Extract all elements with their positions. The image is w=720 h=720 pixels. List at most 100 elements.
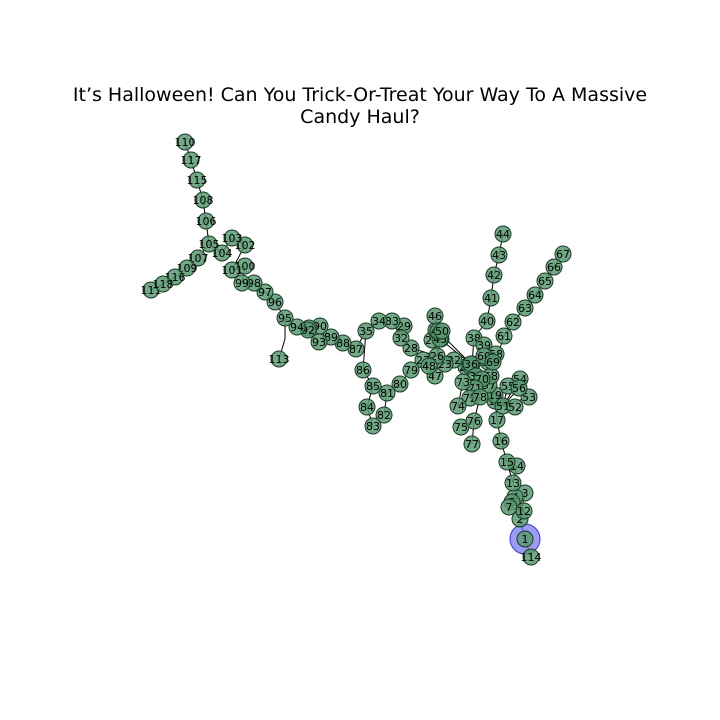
node-circle — [522, 548, 540, 566]
graph-node: 16 — [492, 432, 510, 450]
graph-node: 83 — [364, 417, 382, 435]
graph-node: 75 — [452, 418, 470, 436]
node-label: 35 — [359, 325, 373, 338]
node-label: 73 — [456, 376, 470, 389]
node-label: 13 — [506, 477, 520, 490]
node-label: 99 — [235, 277, 249, 290]
node-label: 97 — [258, 286, 272, 299]
node-circle — [536, 272, 554, 290]
node-circle — [433, 322, 451, 340]
node-label: 3 — [522, 487, 529, 500]
graph-node: 108 — [193, 191, 214, 209]
node-circle — [402, 361, 420, 379]
node-label: 34 — [372, 315, 386, 328]
node-circle — [189, 249, 207, 267]
node-label: 113 — [269, 353, 290, 366]
graph-node: 86 — [354, 361, 372, 379]
node-circle — [516, 299, 534, 317]
graph-node: 62 — [504, 313, 522, 331]
graph-node: 81 — [378, 384, 396, 402]
node-label: 79 — [404, 364, 418, 377]
node-circle — [554, 245, 572, 263]
node-label: 98 — [247, 277, 261, 290]
graph-node: 82 — [375, 406, 393, 424]
node-label: 94 — [290, 321, 304, 334]
node-circle — [463, 435, 481, 453]
node-circle — [233, 274, 251, 292]
node-circle — [504, 474, 522, 492]
graph-node: 76 — [465, 412, 483, 430]
graph-node: 41 — [482, 289, 500, 307]
node-circle — [495, 327, 513, 345]
node-circle — [392, 329, 410, 347]
graph-node: 52 — [506, 398, 524, 416]
node-label: 48 — [422, 360, 436, 373]
graph-node: 113 — [269, 350, 290, 368]
graph-node: 69 — [484, 353, 502, 371]
node-circle — [310, 333, 328, 351]
node-label: 88 — [336, 337, 350, 350]
graph-node: 67 — [554, 245, 572, 263]
node-label: 106 — [196, 215, 217, 228]
node-circle — [236, 236, 254, 254]
graph-node: 34 — [370, 312, 388, 330]
node-label: 84 — [360, 401, 374, 414]
node-circle — [256, 283, 274, 301]
node-circle — [449, 397, 467, 415]
node-label: 33 — [385, 315, 399, 328]
node-label: 76 — [467, 415, 481, 428]
graph-node: 33 — [383, 312, 401, 330]
node-label: 41 — [484, 292, 498, 305]
node-circle — [178, 259, 196, 277]
node-label: 86 — [356, 364, 370, 377]
graph-node: 97 — [256, 283, 274, 301]
node-circle — [194, 191, 212, 209]
node-circle — [182, 151, 200, 169]
graph-node: 12 — [515, 502, 533, 520]
graph-node: 48 — [420, 357, 438, 375]
node-label: 2 — [517, 513, 524, 526]
node-label: 95 — [278, 312, 292, 325]
node-circle — [516, 530, 534, 548]
node-label: 93 — [312, 336, 326, 349]
node-label: 7 — [506, 501, 513, 514]
node-label: 63 — [518, 302, 532, 315]
node-circle — [498, 453, 516, 471]
node-circle — [420, 357, 438, 375]
node-label: 12 — [517, 505, 531, 518]
node-label: 50 — [435, 325, 449, 338]
node-label: 101 — [222, 264, 243, 277]
node-label: 78 — [473, 391, 487, 404]
node-label: 44 — [496, 228, 510, 241]
graph-node: 13 — [504, 474, 522, 492]
node-label: 102 — [235, 239, 256, 252]
node-label: 42 — [487, 269, 501, 282]
node-label: 17 — [490, 414, 504, 427]
node-label: 83 — [366, 420, 380, 433]
node-circle — [188, 171, 206, 189]
node-circle — [526, 286, 544, 304]
graph-node: 7 — [500, 498, 518, 516]
graph-node: 84 — [358, 398, 376, 416]
graph-node: 115 — [187, 171, 208, 189]
graph-node: 101 — [222, 261, 243, 279]
node-layer: 1234571213141516171819202122232425262728… — [141, 133, 572, 566]
node-label: 62 — [506, 316, 520, 329]
node-label: 61 — [497, 330, 511, 343]
graph-node: 64 — [526, 286, 544, 304]
graph-node: 1 — [509, 523, 541, 555]
graph-node: 102 — [235, 236, 256, 254]
node-circle — [391, 375, 409, 393]
node-circle — [370, 312, 388, 330]
node-circle — [504, 313, 522, 331]
node-circle — [364, 377, 382, 395]
node-circle — [176, 133, 194, 151]
node-circle — [490, 246, 508, 264]
node-label: 28 — [404, 342, 418, 355]
node-circle — [354, 361, 372, 379]
node-circle — [454, 373, 472, 391]
node-circle — [197, 212, 215, 230]
graph-node: 51 — [494, 397, 512, 415]
node-label: 104 — [212, 247, 233, 260]
